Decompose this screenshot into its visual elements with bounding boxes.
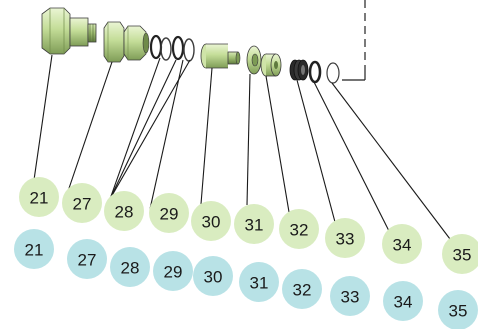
callout-green-27: 27 (62, 183, 102, 223)
leader-line (246, 73, 251, 206)
part-34-oring (308, 60, 322, 84)
callout-blue-circle (438, 290, 478, 329)
part-28-rings (149, 34, 172, 61)
callout-green-label: 27 (73, 195, 92, 214)
callout-blue-label: 29 (164, 263, 183, 282)
leader-line (64, 61, 113, 201)
leader-line (109, 57, 161, 200)
callout-blue-34: 34 (383, 281, 423, 321)
callout-green-circle (442, 234, 478, 274)
callout-blue-label: 32 (293, 281, 312, 300)
callout-blue-label: 30 (204, 268, 223, 287)
part-29-rings (171, 35, 195, 62)
leader-line (200, 67, 213, 205)
part-27-coupling-nut (103, 21, 150, 63)
callout-green-circle (104, 191, 144, 231)
leader-line (109, 59, 191, 200)
leader-line (109, 59, 177, 200)
leader-line (265, 75, 290, 213)
balloon-row-blue: 21 27 28 29 30 31 32 33 34 35 (14, 229, 478, 329)
part-33-oring-stack (289, 59, 309, 81)
callout-green-label: 35 (453, 246, 472, 265)
callout-blue-circle (193, 256, 233, 296)
callout-blue-circle (110, 247, 150, 287)
callout-green-label: 34 (393, 236, 412, 255)
callout-green-circle (279, 209, 319, 249)
callout-blue-label: 35 (449, 302, 468, 321)
callout-blue-label: 31 (250, 274, 269, 293)
part-21-hex-fitting (41, 7, 97, 55)
callout-green-label: 31 (245, 216, 264, 235)
callout-green-label: 30 (202, 213, 221, 232)
callout-green-33: 33 (325, 218, 365, 258)
callout-green-label: 28 (115, 203, 134, 222)
callout-blue-circle (14, 229, 54, 269)
callout-blue-circle (330, 276, 370, 316)
callout-blue-35: 35 (438, 290, 478, 329)
callout-green-circle (149, 193, 189, 233)
callout-green-circle (325, 218, 365, 258)
callout-blue-label: 21 (25, 241, 44, 260)
callout-green-34: 34 (382, 224, 422, 264)
callout-green-label: 33 (336, 230, 355, 249)
callout-blue-29: 29 (153, 251, 193, 291)
callout-blue-label: 28 (121, 259, 140, 278)
callout-blue-30: 30 (193, 256, 233, 296)
callout-blue-31: 31 (239, 262, 279, 302)
leader-line (331, 82, 451, 240)
callout-green-21: 21 (19, 177, 59, 217)
callout-green-label: 29 (160, 205, 179, 224)
callout-blue-27: 27 (67, 239, 107, 279)
callout-blue-circle (239, 262, 279, 302)
callout-green-31: 31 (234, 204, 274, 244)
callout-blue-32: 32 (282, 269, 322, 309)
callout-green-35: 35 (442, 234, 478, 274)
callout-green-28: 28 (104, 191, 144, 231)
callout-green-label: 32 (290, 221, 309, 240)
dashed-housing-outline (342, 0, 366, 81)
callout-blue-28: 28 (110, 247, 150, 287)
part-35-ring (326, 62, 340, 84)
callout-green-32: 32 (279, 209, 319, 249)
leader-line (296, 79, 336, 223)
callout-blue-circle (67, 239, 107, 279)
callout-blue-label: 34 (394, 293, 413, 312)
callout-blue-label: 27 (78, 251, 97, 270)
leader-line (33, 54, 53, 181)
leader-lines (33, 54, 451, 240)
callout-green-circle (382, 224, 422, 264)
leader-line (149, 59, 184, 210)
callout-green-30: 30 (191, 201, 231, 241)
callout-green-29: 29 (149, 193, 189, 233)
part-32-cylinder (260, 53, 282, 77)
callout-blue-circle (282, 269, 322, 309)
callout-blue-label: 33 (341, 288, 360, 307)
part-30-sleeve (200, 43, 241, 69)
callout-green-circle (62, 183, 102, 223)
callout-blue-circle (383, 281, 423, 321)
callout-blue-circle (153, 251, 193, 291)
leader-line (313, 81, 390, 232)
part-31-disc (246, 45, 262, 75)
balloon-row-green: 21 27 28 29 30 31 32 33 34 35 (19, 177, 478, 274)
callout-green-circle (19, 177, 59, 217)
callout-green-circle (191, 201, 231, 241)
callout-blue-21: 21 (14, 229, 54, 269)
callout-blue-33: 33 (330, 276, 370, 316)
callout-green-label: 21 (30, 189, 49, 208)
callout-green-circle (234, 204, 274, 244)
